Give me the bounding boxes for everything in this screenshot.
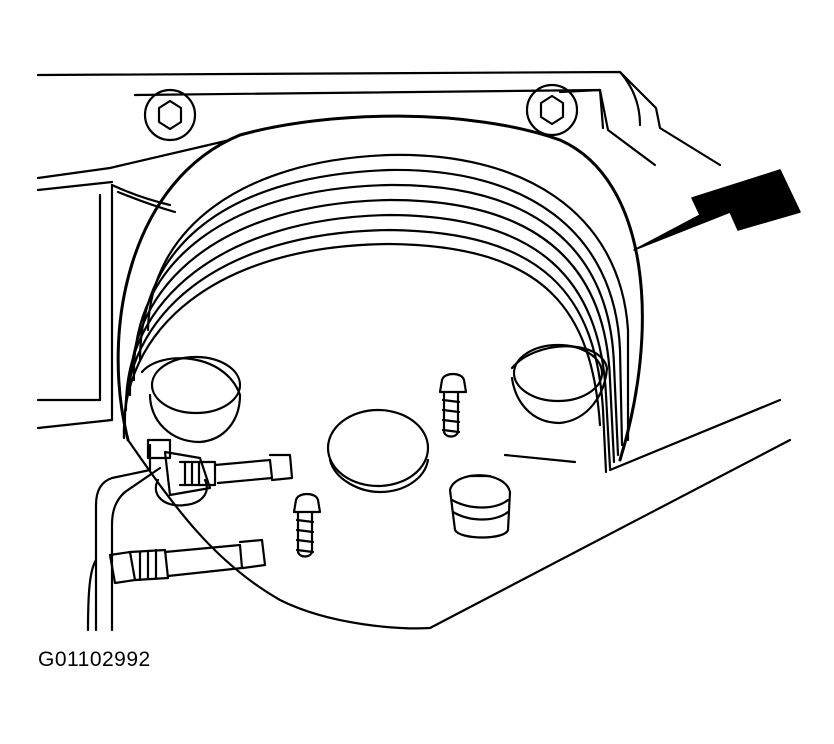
clutch-connector (448, 474, 512, 539)
opening-left (140, 355, 242, 444)
belt-guard (428, 398, 792, 630)
center-hub (326, 408, 430, 494)
bracket-bolt-left (143, 88, 197, 142)
refrigerant-lines (86, 438, 294, 632)
opening-right (510, 343, 609, 425)
mounting-bracket (36, 70, 722, 430)
front-bolt-top (438, 372, 468, 438)
figure-id-label: G01102992 (38, 648, 151, 671)
front-bolt-bottom (292, 492, 322, 558)
bracket-bolt-right (525, 83, 579, 137)
pointer-arrow (633, 169, 801, 251)
compressor-clutch (116, 114, 644, 630)
